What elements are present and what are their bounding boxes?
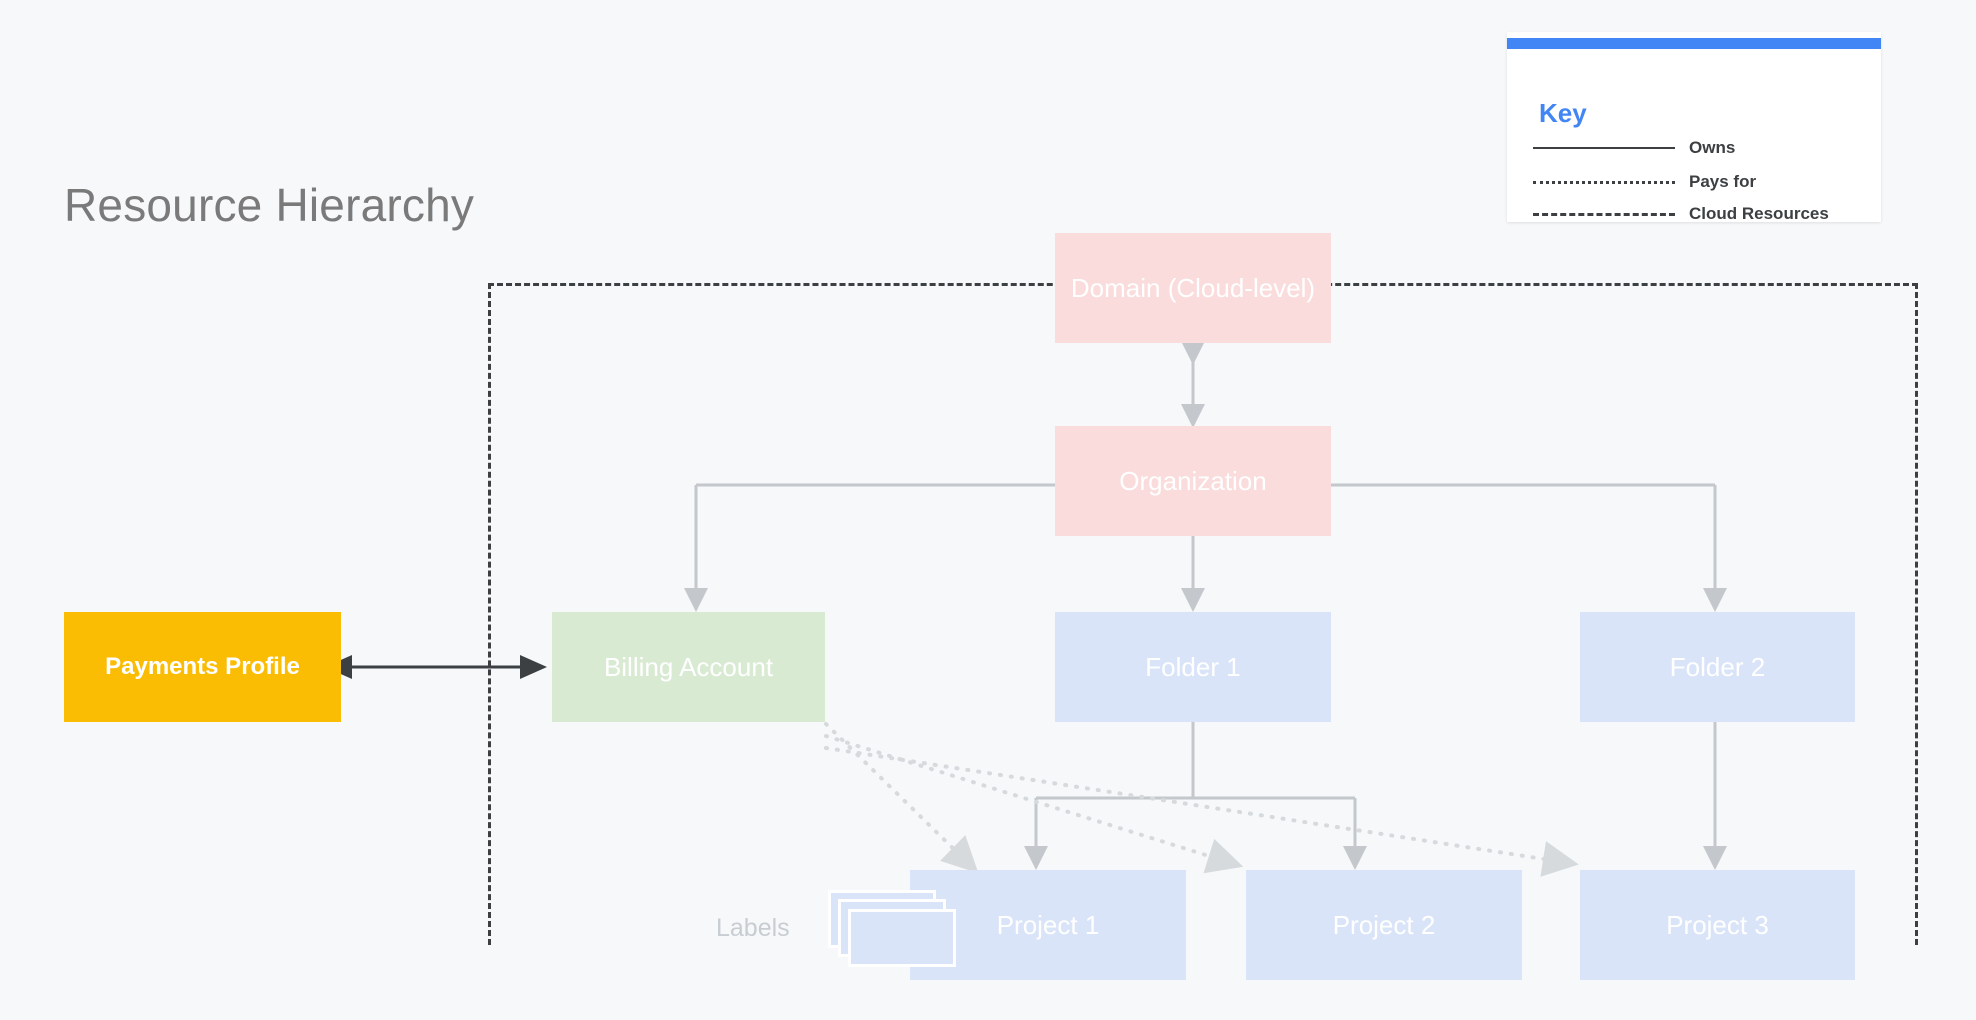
key-item-label: Owns bbox=[1689, 138, 1736, 157]
node-project-3[interactable]: Project 3 bbox=[1580, 870, 1855, 980]
node-project-2[interactable]: Project 2 bbox=[1246, 870, 1522, 980]
key-accent-bar bbox=[1507, 38, 1881, 49]
dotted-line-icon bbox=[1533, 172, 1675, 192]
key-item-owns: Owns bbox=[1533, 138, 1863, 158]
stack-card-front bbox=[848, 909, 956, 967]
node-domain[interactable]: Domain (Cloud-level) bbox=[1055, 233, 1331, 343]
node-organization[interactable]: Organization bbox=[1055, 426, 1331, 536]
key-item-label: Pays for bbox=[1689, 172, 1757, 191]
key-item-label: Cloud Resources bbox=[1689, 204, 1829, 223]
key-item-pays-for: Pays for bbox=[1533, 172, 1863, 192]
solid-line-icon bbox=[1533, 138, 1675, 158]
key-item-cloud-resources: Cloud Resources bbox=[1533, 204, 1863, 224]
node-folder-2[interactable]: Folder 2 bbox=[1580, 612, 1855, 722]
key-title: Key bbox=[1539, 98, 1587, 128]
page-title: Resource Hierarchy bbox=[64, 179, 475, 231]
stacked-cards-icon bbox=[828, 890, 960, 970]
node-project-1[interactable]: Project 1 bbox=[910, 870, 1186, 980]
node-folder-1[interactable]: Folder 1 bbox=[1055, 612, 1331, 722]
key-legend-card: Key Owns Pays for Cloud Resources bbox=[1507, 32, 1881, 224]
node-billing-account[interactable]: Billing Account bbox=[552, 612, 825, 722]
labels-annotation: Labels bbox=[716, 914, 790, 942]
node-payments-profile[interactable]: Payments Profile bbox=[64, 612, 341, 722]
dashed-line-icon bbox=[1533, 204, 1675, 224]
